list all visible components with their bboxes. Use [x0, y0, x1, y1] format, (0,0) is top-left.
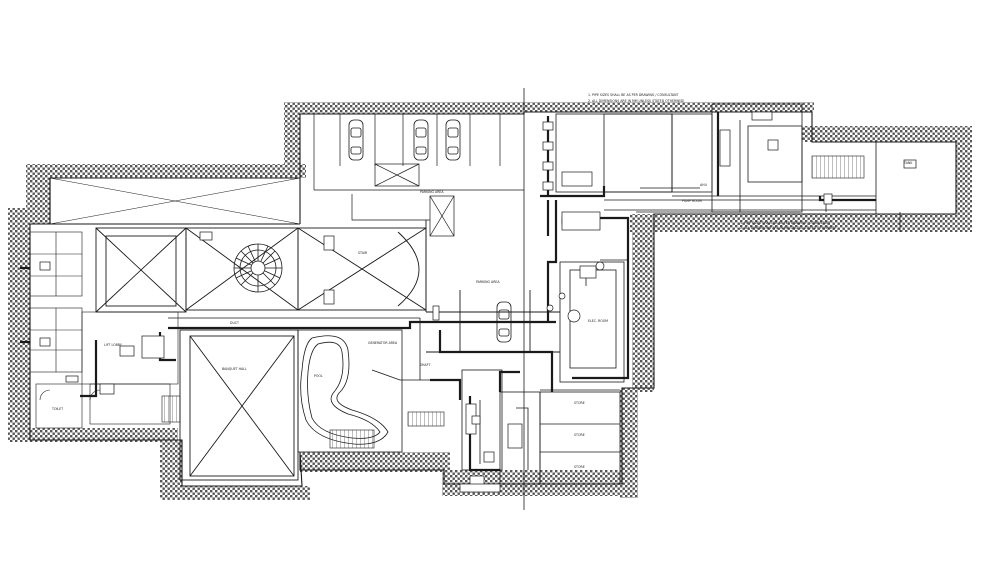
car-icon — [348, 119, 364, 161]
equipment-symbols — [39, 111, 917, 493]
note-2: 2. ALL DIMENSIONS ARE IN MM UNLESS STATE… — [588, 99, 684, 103]
label-parking-top: PARKING AREA — [420, 190, 444, 194]
note-4: 2. ALL DIMENSIONS ARE IN MM UNLESS STATE… — [740, 226, 836, 230]
car-icon — [413, 119, 429, 161]
car-icons — [348, 119, 599, 343]
pipe-runs — [20, 112, 876, 472]
spiral-staircase — [233, 243, 283, 293]
hatched-boundary — [8, 102, 972, 500]
stair-flight — [811, 155, 865, 179]
label-pool: POOL — [314, 374, 323, 378]
service-rooms — [461, 103, 957, 485]
parking-top — [313, 114, 524, 237]
note-3: 1. PIPE SIZES SHALL BE AS PER DRAWING / … — [740, 221, 830, 225]
ramp-lines — [49, 177, 301, 225]
label-generator-area: GENERATOR AREA — [368, 341, 398, 345]
label-elec-room: ELEC. ROOM — [588, 319, 608, 323]
label-toilet: TOILET — [51, 407, 63, 411]
label-store-3: STORE — [574, 401, 585, 405]
label-shaft: SHAFT — [420, 363, 430, 367]
label-duct: DUCT — [230, 321, 239, 325]
stair-flight — [161, 395, 181, 423]
label-parking-mid: PARKING AREA — [476, 280, 500, 284]
car-icon — [445, 119, 461, 161]
label-banquet-hall: BANQUET HALL — [222, 367, 247, 371]
label-stair-room: STAIR — [358, 251, 368, 255]
left-wing-rooms — [29, 231, 179, 429]
banquet-hall — [179, 329, 299, 481]
pool — [297, 329, 403, 453]
room-labels: DUCT GENERATOR AREA STORE STORE STORE EL… — [51, 161, 913, 469]
label-ahu: AHU — [700, 183, 708, 187]
note-1: 1. PIPE SIZES SHALL BE AS PER DRAWING / … — [588, 93, 678, 97]
label-store-2: STORE — [574, 465, 585, 469]
stair-flight — [329, 429, 375, 449]
stair-flight — [407, 411, 445, 427]
label-store-1: STORE — [574, 433, 585, 437]
label-lift-lobby: LIFT LOBBY — [104, 343, 122, 347]
label-tank: TANK — [903, 161, 913, 165]
label-pump-room: PUMP ROOM — [682, 199, 702, 203]
